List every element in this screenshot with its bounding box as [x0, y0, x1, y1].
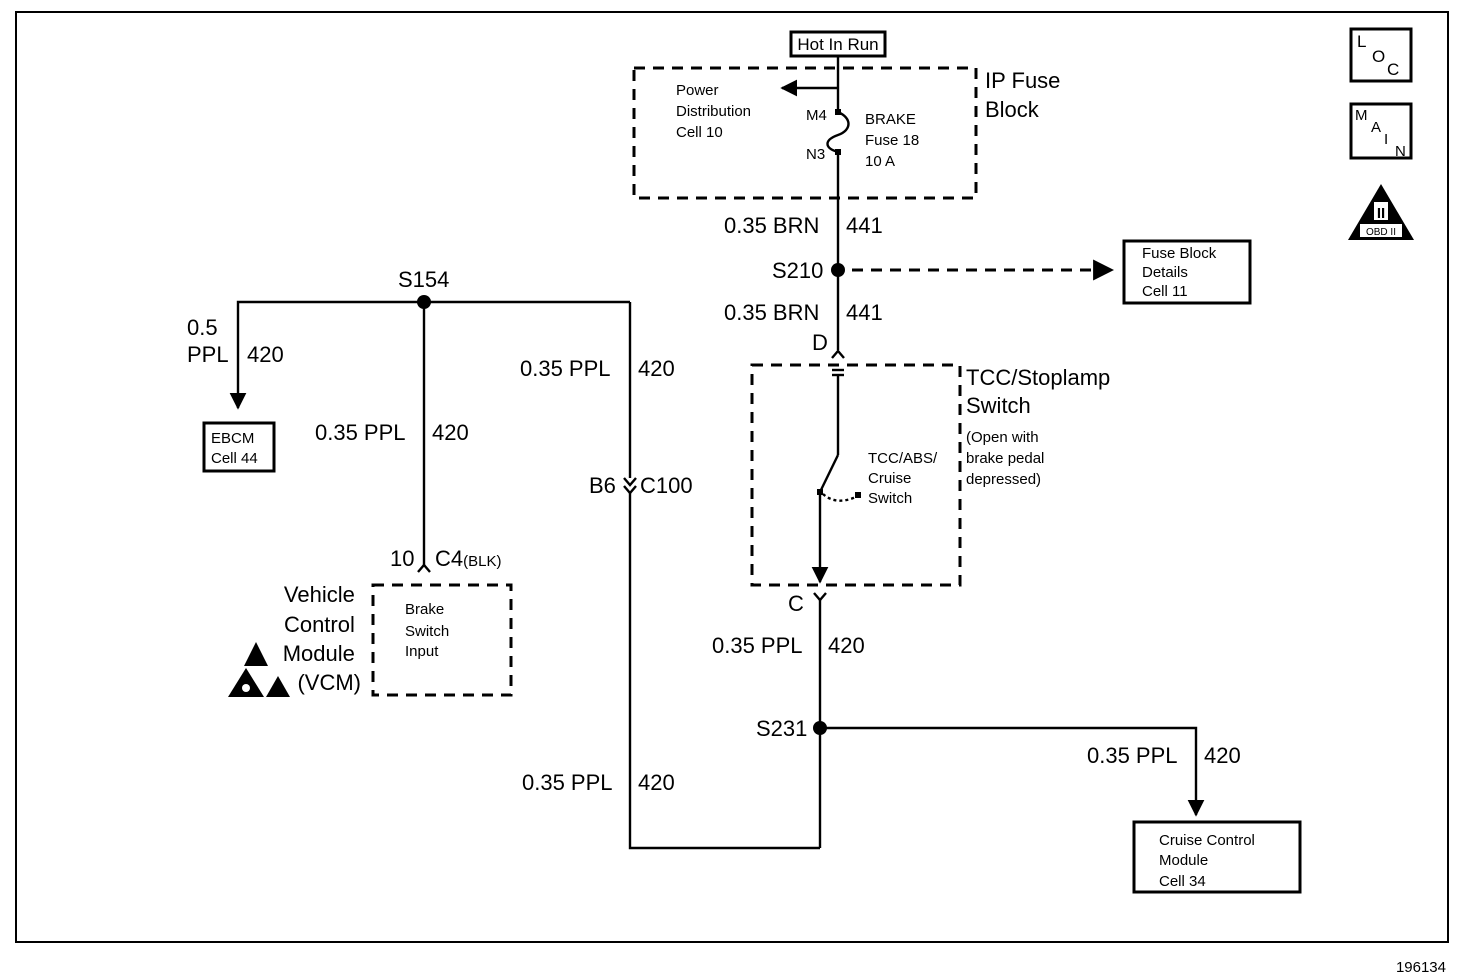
connector-b6-label: B6 [589, 473, 616, 498]
wire-c100-upper-size: 0.35 PPL [520, 356, 611, 381]
tcc-switch-outline [750, 363, 962, 587]
diagram-frame [15, 11, 1449, 943]
wire-switch-out-size: 0.35 PPL [712, 633, 803, 658]
power-distribution-label: Power Distribution Cell 10 [676, 82, 755, 141]
main-icon: M A I N [1349, 102, 1413, 160]
ip-fuse-block-outline [632, 66, 978, 200]
connector-c100-label: C100 [640, 473, 693, 498]
wire-cruise-circuit: 420 [1204, 743, 1241, 768]
connector-c-label: C [788, 591, 804, 616]
splice-s231-label: S231 [756, 716, 807, 741]
ebcm-box [202, 421, 276, 473]
wire-vcm-circuit: 420 [432, 420, 469, 445]
svg-text:II: II [1377, 205, 1385, 222]
svg-text:M: M [1355, 107, 1368, 124]
wire-441-top-size: 0.35 BRN [724, 213, 819, 238]
fuse-block-details-box [1122, 239, 1252, 305]
connector-c4-symbol [417, 563, 431, 573]
vcm-name-label: Vehicle Control Module (VCM) [283, 582, 361, 695]
wire-cruise-size: 0.35 PPL [1087, 743, 1178, 768]
obd-ii-icon: II OBD II [1348, 184, 1414, 240]
fuse-block-details-label: Fuse Block Details Cell 11 [1142, 245, 1220, 300]
connector-c-symbol [813, 592, 827, 602]
figure-number: 196134 [1396, 959, 1446, 976]
wire-ebcm-circuit: 420 [247, 342, 284, 367]
cruise-control-module-box [1132, 820, 1302, 894]
connector-c4-label: C4(BLK) [435, 546, 501, 571]
splice-s210 [831, 263, 845, 277]
pin-m4: M4 [806, 107, 827, 124]
svg-text:C: C [1387, 60, 1399, 79]
switch-blade [818, 454, 840, 493]
connector-c100-symbol [623, 477, 637, 495]
cruise-control-module-label: Cruise Control Module Cell 34 [1159, 832, 1259, 890]
wire-switch-out-circuit: 420 [828, 633, 865, 658]
svg-text:A: A [1371, 119, 1381, 136]
wire-c100-lower-size: 0.35 PPL [522, 770, 613, 795]
hot-in-run-label: Hot In Run [797, 35, 878, 54]
splice-s210-label: S210 [772, 258, 823, 283]
svg-text:N: N [1395, 143, 1406, 160]
wire-441-mid-size: 0.35 BRN [724, 300, 819, 325]
tcc-switch-note: (Open with brake pedal depressed) [966, 429, 1049, 488]
tcc-switch-title: TCC/Stoplamp Switch [966, 365, 1116, 418]
ebcm-label: EBCM Cell 44 [211, 430, 259, 467]
connector-d-label: D [812, 330, 828, 355]
brake-fuse-label: BRAKE Fuse 18 10 A [865, 111, 923, 170]
vcm-outline [371, 583, 513, 697]
fuse-symbol [826, 110, 850, 154]
svg-text:OBD II: OBD II [1366, 227, 1396, 238]
svg-text:L: L [1357, 32, 1366, 51]
wire-c100-upper-circuit: 420 [638, 356, 675, 381]
svg-text:I: I [1384, 131, 1388, 148]
wire-ebcm-size: 0.5 PPL [187, 315, 229, 367]
esd-warning-icon [228, 642, 290, 697]
ip-fuse-block-label: IP Fuse Block [985, 68, 1067, 122]
pin-n3: N3 [806, 146, 825, 163]
wire-vcm-size: 0.35 PPL [315, 420, 406, 445]
svg-text:O: O [1372, 47, 1385, 66]
wire-c100-lower-circuit: 420 [638, 770, 675, 795]
brake-switch-input-label: Brake Switch Input [405, 601, 453, 660]
wire-441-mid-circuit: 441 [846, 300, 883, 325]
connector-d-symbol [831, 349, 845, 359]
splice-s154-label: S154 [398, 267, 449, 292]
connector-c4-pin: 10 [390, 546, 414, 571]
tcc-switch-inner-label: TCC/ABS/ Cruise Switch [868, 450, 941, 507]
loc-icon: L O C [1349, 27, 1413, 83]
wire-441-top-circuit: 441 [846, 213, 883, 238]
